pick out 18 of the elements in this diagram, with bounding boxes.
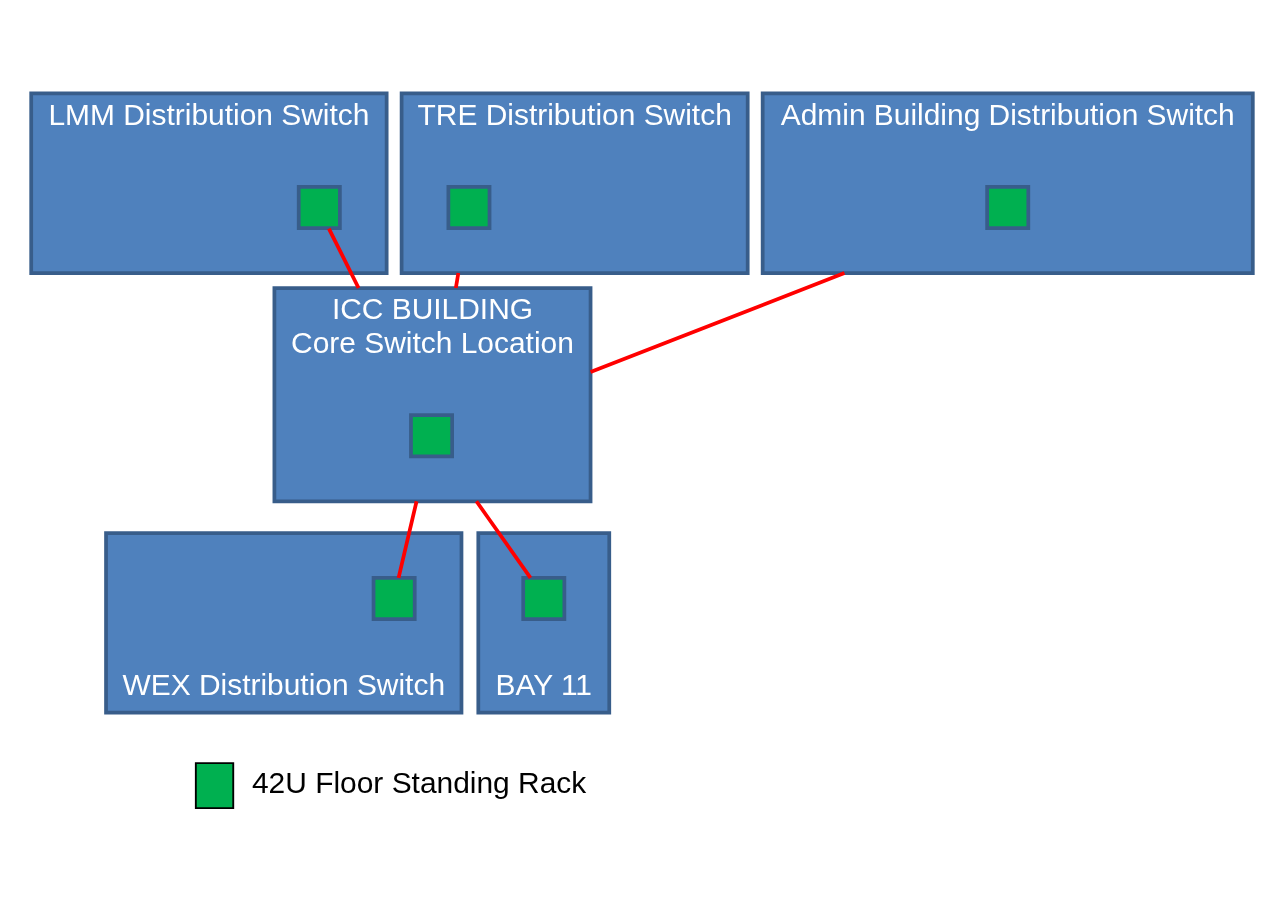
node-box — [371, 576, 417, 621]
connector — [589, 271, 846, 374]
connector — [454, 272, 461, 289]
cluster: WEX Distribution Switch — [104, 531, 464, 715]
cluster: ICC BUILDING Core Switch Location — [272, 286, 593, 504]
node-box — [521, 576, 567, 621]
connector — [396, 500, 419, 579]
cluster: BAY 11 — [476, 531, 612, 715]
connector — [327, 227, 361, 289]
legend-label: 42U Floor Standing Rack — [251, 765, 587, 799]
node-box — [985, 185, 1031, 230]
cluster: LMM Distribution Switch — [29, 91, 389, 275]
node-box — [446, 185, 492, 230]
cluster: TRE Distribution Switch — [399, 91, 750, 275]
connector — [474, 500, 532, 579]
node-box — [296, 185, 342, 230]
node-box — [409, 413, 454, 459]
cluster: Admin Building Distribution Switch — [760, 91, 1255, 275]
